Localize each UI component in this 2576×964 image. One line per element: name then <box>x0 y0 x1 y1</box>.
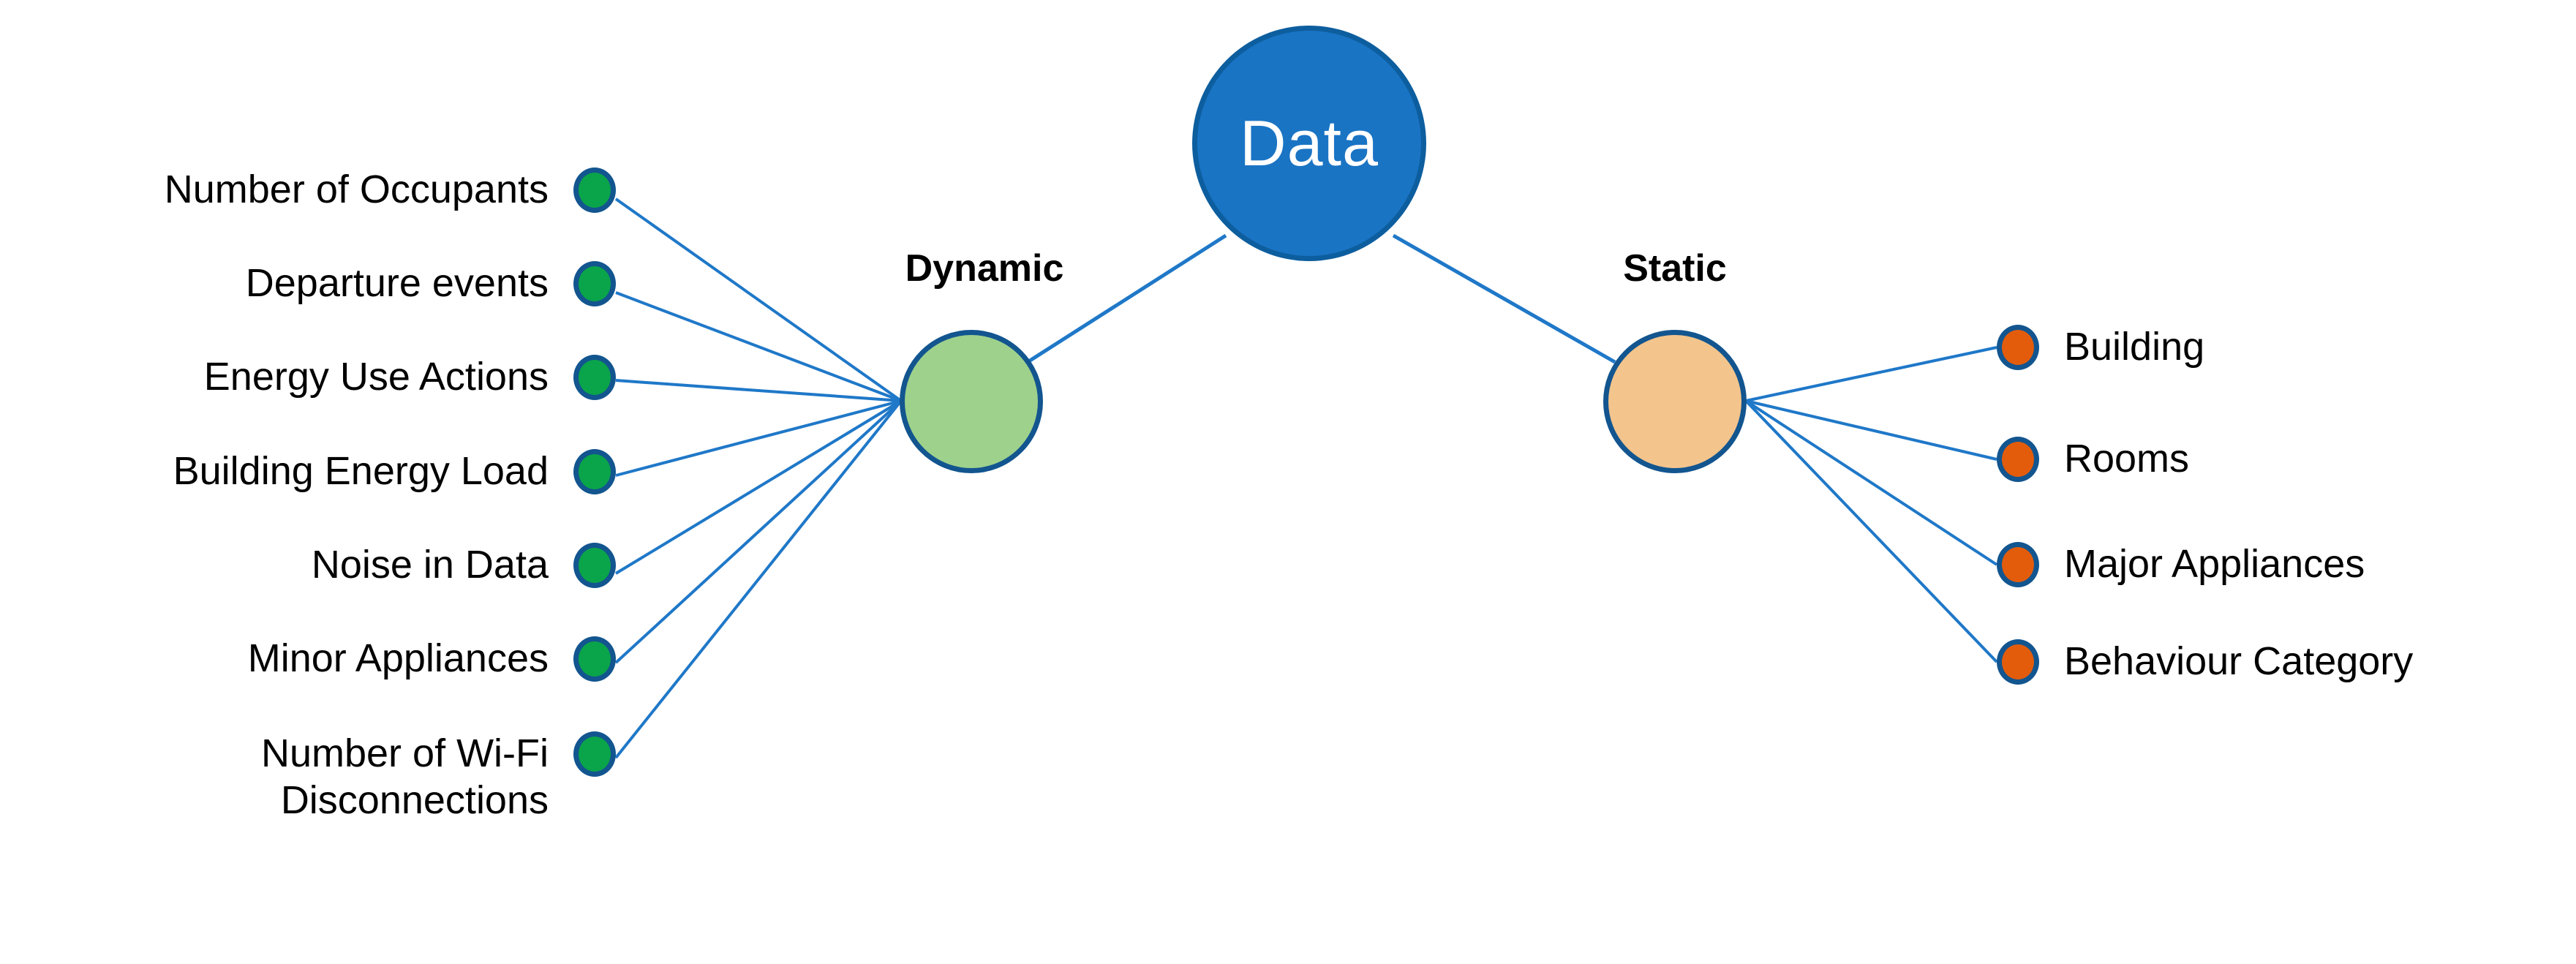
node-dynamic-leaf-2[interactable] <box>573 355 616 400</box>
label-static-leaf-1: Rooms <box>2064 437 2190 481</box>
edge-static-leaf-3 <box>1744 399 1998 663</box>
edge-static-leaf-2 <box>1744 399 1998 566</box>
label-dynamic-leaf-1: Departure events <box>245 261 549 305</box>
node-dynamic-leaf-1[interactable] <box>573 261 616 306</box>
label-dynamic-leaf-2: Energy Use Actions <box>203 355 549 399</box>
branch-label-dynamic: Dynamic <box>905 247 1064 290</box>
label-dynamic-leaf-6-line1: Number of Wi-Fi <box>260 731 549 775</box>
edge-static-leaf-1 <box>1745 399 1997 461</box>
branch-label-static: Static <box>1623 247 1727 290</box>
node-static[interactable] <box>1603 330 1747 473</box>
edge-dynamic-leaf-1 <box>615 291 902 402</box>
node-dynamic-leaf-5[interactable] <box>573 636 616 682</box>
edge-dynamic-leaf-3 <box>615 399 902 477</box>
label-static-leaf-2: Major Appliances <box>2064 542 2365 586</box>
node-dynamic-leaf-6[interactable] <box>573 731 616 777</box>
node-dynamic-leaf-4[interactable] <box>573 543 616 588</box>
node-data-label: Data <box>1240 107 1379 179</box>
node-data[interactable]: Data <box>1192 26 1426 261</box>
edge-dynamic-leaf-4 <box>614 399 903 575</box>
label-dynamic-leaf-0: Number of Occupants <box>164 167 549 211</box>
label-static-leaf-0: Building <box>2064 325 2205 369</box>
node-static-leaf-2[interactable] <box>1997 542 2039 587</box>
node-dynamic-leaf-0[interactable] <box>573 167 616 213</box>
edge-dynamic-leaf-0 <box>614 197 903 402</box>
label-dynamic-leaf-6: Number of Wi-Fi Disconnections <box>15 731 549 824</box>
node-dynamic[interactable] <box>900 330 1043 473</box>
edge-data-static <box>1392 233 1616 364</box>
edge-dynamic-leaf-2 <box>615 379 902 402</box>
label-dynamic-leaf-6-line2: Disconnections <box>280 777 549 822</box>
edge-dynamic-leaf-5 <box>614 399 903 664</box>
label-dynamic-leaf-5: Minor Appliances <box>247 636 549 680</box>
node-static-leaf-1[interactable] <box>1997 437 2039 482</box>
label-dynamic-leaf-4: Noise in Data <box>311 543 549 587</box>
label-dynamic-leaf-3: Building Energy Load <box>173 449 549 493</box>
label-static-leaf-3: Behaviour Category <box>2064 639 2414 683</box>
node-static-leaf-3[interactable] <box>1997 639 2039 685</box>
edge-dynamic-leaf-6 <box>614 399 903 759</box>
node-static-leaf-0[interactable] <box>1997 325 2039 370</box>
edge-static-leaf-0 <box>1745 346 1997 402</box>
node-dynamic-leaf-3[interactable] <box>573 449 616 494</box>
